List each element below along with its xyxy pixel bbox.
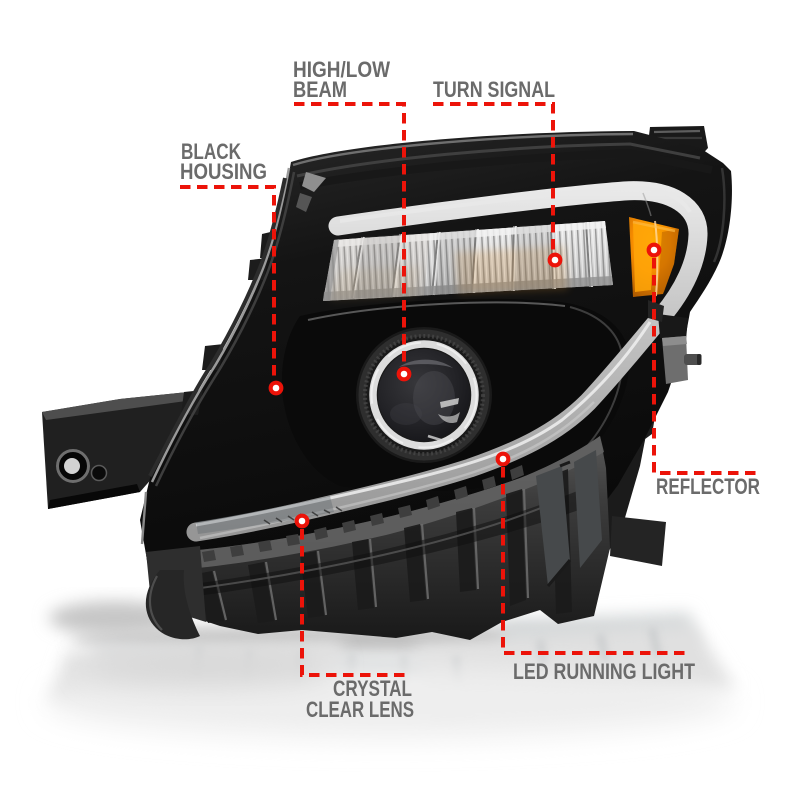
svg-text:REFLECTOR: REFLECTOR — [656, 474, 760, 499]
svg-text:BLACK: BLACK — [181, 139, 241, 164]
svg-text:CLEAR LENS: CLEAR LENS — [306, 697, 414, 722]
svg-text:CRYSTAL: CRYSTAL — [333, 676, 412, 701]
svg-text:LED RUNNING LIGHT: LED RUNNING LIGHT — [513, 659, 695, 684]
svg-text:TURN SIGNAL: TURN SIGNAL — [433, 77, 555, 102]
svg-text:HIGH/LOW: HIGH/LOW — [293, 57, 390, 82]
svg-text:BEAM: BEAM — [293, 77, 347, 102]
svg-text:HOUSING: HOUSING — [180, 159, 267, 184]
